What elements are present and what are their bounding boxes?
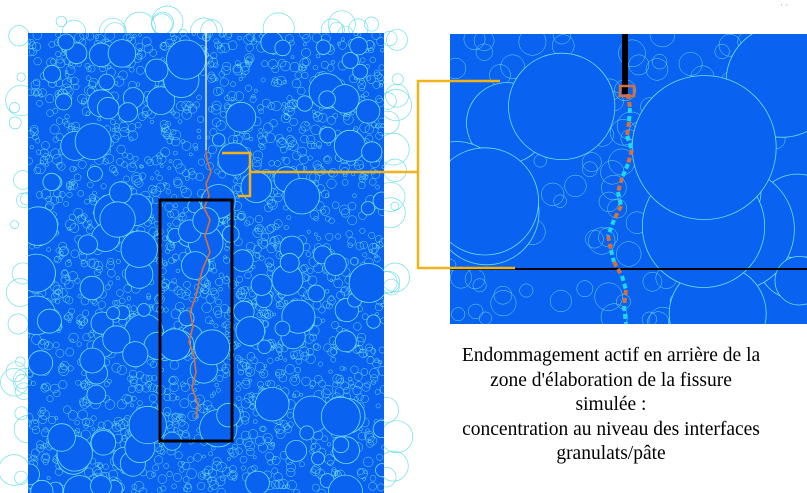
crack-segment — [627, 107, 632, 123]
left-specimen-panel — [28, 33, 384, 493]
simulated-crack-path — [188, 149, 212, 419]
crack-segment — [620, 163, 630, 179]
right-zoom-panel — [450, 34, 807, 325]
crack-segment — [626, 149, 634, 165]
zoomed-crack — [606, 84, 636, 325]
crack-segment — [625, 121, 631, 137]
crack-segment — [612, 261, 624, 277]
crack-segment — [625, 135, 634, 151]
zoom-connector — [222, 79, 515, 270]
crack-segment — [609, 249, 616, 263]
crack-opening — [622, 34, 628, 94]
crack-segment — [622, 289, 628, 307]
connector-bracket-right — [416, 79, 515, 270]
crack-segment — [620, 275, 628, 291]
crack-segment — [612, 205, 623, 221]
caption-line: granulats/pâte — [556, 443, 666, 464]
connector-bracket-left — [222, 151, 252, 198]
figure-caption: Endommagement actif en arrière de la zone… — [402, 344, 807, 467]
crack-segment — [616, 191, 623, 207]
left-coarse-aggregates — [28, 33, 384, 493]
caption-line: zone d'élaboration de la fissure — [490, 369, 732, 391]
crack-segment — [606, 219, 616, 237]
corner-mark: · · — [780, 0, 789, 10]
caption-line: concentration au niveau des interfaces — [462, 418, 760, 440]
caption-line: simulée : — [575, 394, 647, 415]
crack-segment — [622, 305, 628, 325]
caption-line: Endommagement actif en arrière de la — [461, 345, 761, 366]
zoom-region-frame — [158, 198, 234, 443]
crack-tip-marker — [618, 84, 636, 98]
crack-segment — [616, 177, 624, 193]
crack-segment — [606, 235, 613, 251]
